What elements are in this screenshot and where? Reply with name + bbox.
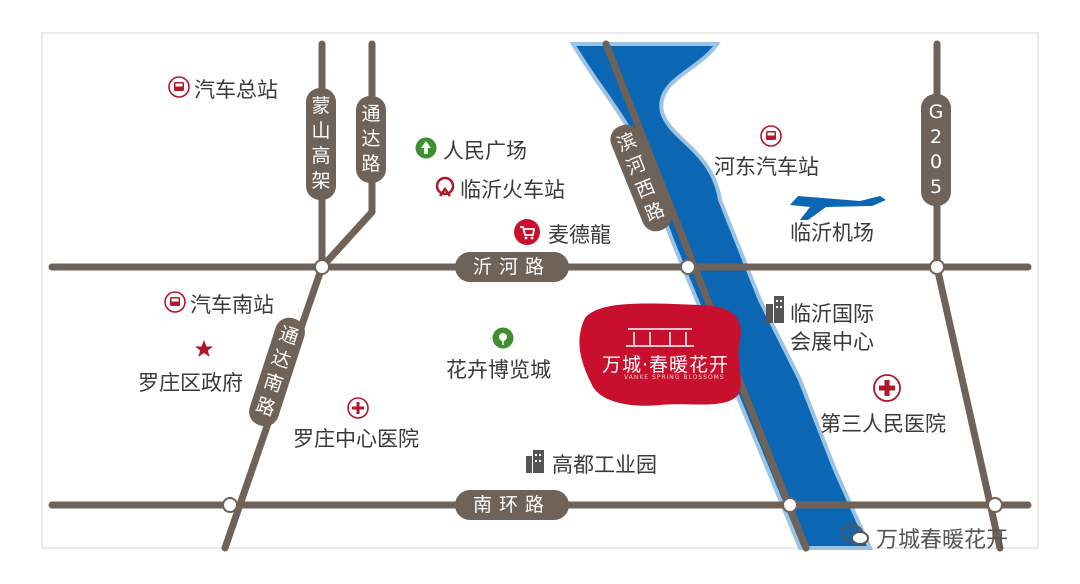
- road-badge-nanhuan: 南环路: [455, 490, 570, 520]
- node-4: [222, 497, 238, 513]
- poi-renmin-square: 人民广场: [443, 139, 527, 163]
- train-icon: [435, 176, 455, 197]
- badge-char: 山: [311, 120, 331, 142]
- road-badge-yihe: 沂河路: [455, 252, 570, 282]
- poi-mcd: 麦德龍: [548, 223, 611, 247]
- poi-bus-main: 汽车总站: [194, 78, 278, 102]
- poi-third-hospital: 第三人民医院: [820, 412, 946, 436]
- badge-char: 通: [361, 103, 381, 125]
- node-5: [782, 497, 798, 513]
- poi-gaodu-park: 高都工业园: [552, 453, 657, 477]
- badge-char: 架: [311, 170, 331, 192]
- badge-char: 0: [929, 151, 943, 173]
- factory-icon: [526, 450, 544, 473]
- poi-luozhuang-gov: 罗庄区政府: [138, 371, 243, 395]
- hospital-icon: [873, 374, 901, 402]
- poi-expo-center-line1: 临沂国际: [790, 302, 874, 326]
- node-6: [987, 497, 1003, 513]
- bus-icon: [760, 125, 782, 147]
- badge-char: 路: [361, 153, 381, 175]
- road-tongda-ramp: [318, 208, 376, 271]
- badge-char: 高: [311, 145, 331, 167]
- poi-bus-south: 汽车南站: [190, 293, 274, 317]
- project-name: 万城·春暖花开: [602, 354, 730, 376]
- poi-luozhuang-hospital: 罗庄中心医院: [293, 427, 419, 451]
- watermark-text: 万城春暖花开: [876, 528, 1009, 553]
- star-icon: [195, 340, 213, 357]
- poi-airport: 临沂机场: [790, 221, 874, 245]
- badge-char: 2: [929, 126, 943, 148]
- road-badge-tongda: 通 达 路: [356, 96, 386, 183]
- project-subtitle: VANKE SPRING BLOSSOMS: [624, 374, 725, 381]
- poi-flower-expo: 花卉博览城: [446, 358, 551, 382]
- road-binhexi: [602, 40, 810, 552]
- airplane-icon: [790, 196, 886, 220]
- road-badge-g205: G 2 0 5: [921, 94, 951, 206]
- hospital-icon: [347, 397, 369, 419]
- building-icon: [766, 296, 784, 323]
- tree-icon: [415, 137, 437, 159]
- bus-icon: [164, 291, 186, 313]
- node-1: [314, 259, 330, 275]
- road-badge-mengshan: 蒙 山 高 架: [306, 88, 336, 200]
- poi-expo-center-line2: 会展中心: [790, 330, 874, 354]
- intersections: [222, 259, 1003, 513]
- poi-hedong-bus: 河东汽车站: [714, 155, 819, 179]
- flower-icon: [492, 327, 514, 349]
- badge-char: 5: [929, 176, 943, 198]
- badge-char: 蒙: [311, 95, 331, 117]
- bus-icon: [168, 76, 190, 98]
- shopping-cart-icon: [514, 219, 540, 245]
- badge-char: G: [928, 101, 944, 123]
- gate-icon: [626, 328, 694, 347]
- badge-char: 达: [361, 128, 381, 150]
- project-area: [579, 303, 741, 406]
- node-2: [680, 259, 696, 275]
- node-3: [929, 259, 945, 275]
- poi-train-station: 临沂火车站: [460, 178, 565, 202]
- wechat-icon: [841, 524, 869, 545]
